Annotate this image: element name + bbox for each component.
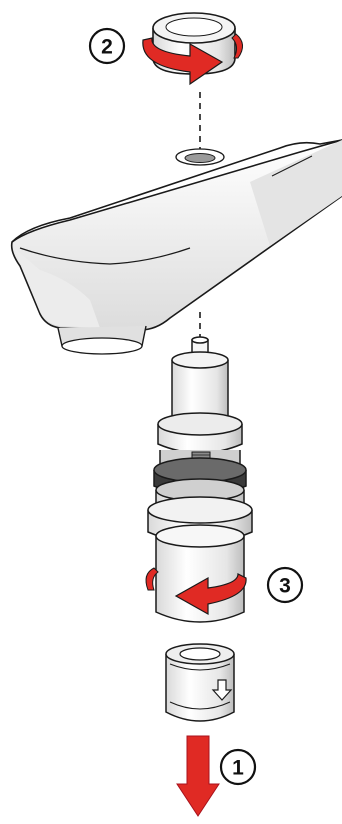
step-3-badge: 3 bbox=[268, 568, 302, 602]
step-1-badge: 1 bbox=[221, 750, 255, 784]
spout-icon bbox=[12, 140, 342, 354]
step-2-badge: 2 bbox=[90, 29, 124, 63]
pull-down-arrow bbox=[177, 736, 219, 816]
svg-text:1: 1 bbox=[232, 757, 244, 780]
svg-text:3: 3 bbox=[279, 575, 291, 598]
svg-text:2: 2 bbox=[101, 36, 113, 59]
